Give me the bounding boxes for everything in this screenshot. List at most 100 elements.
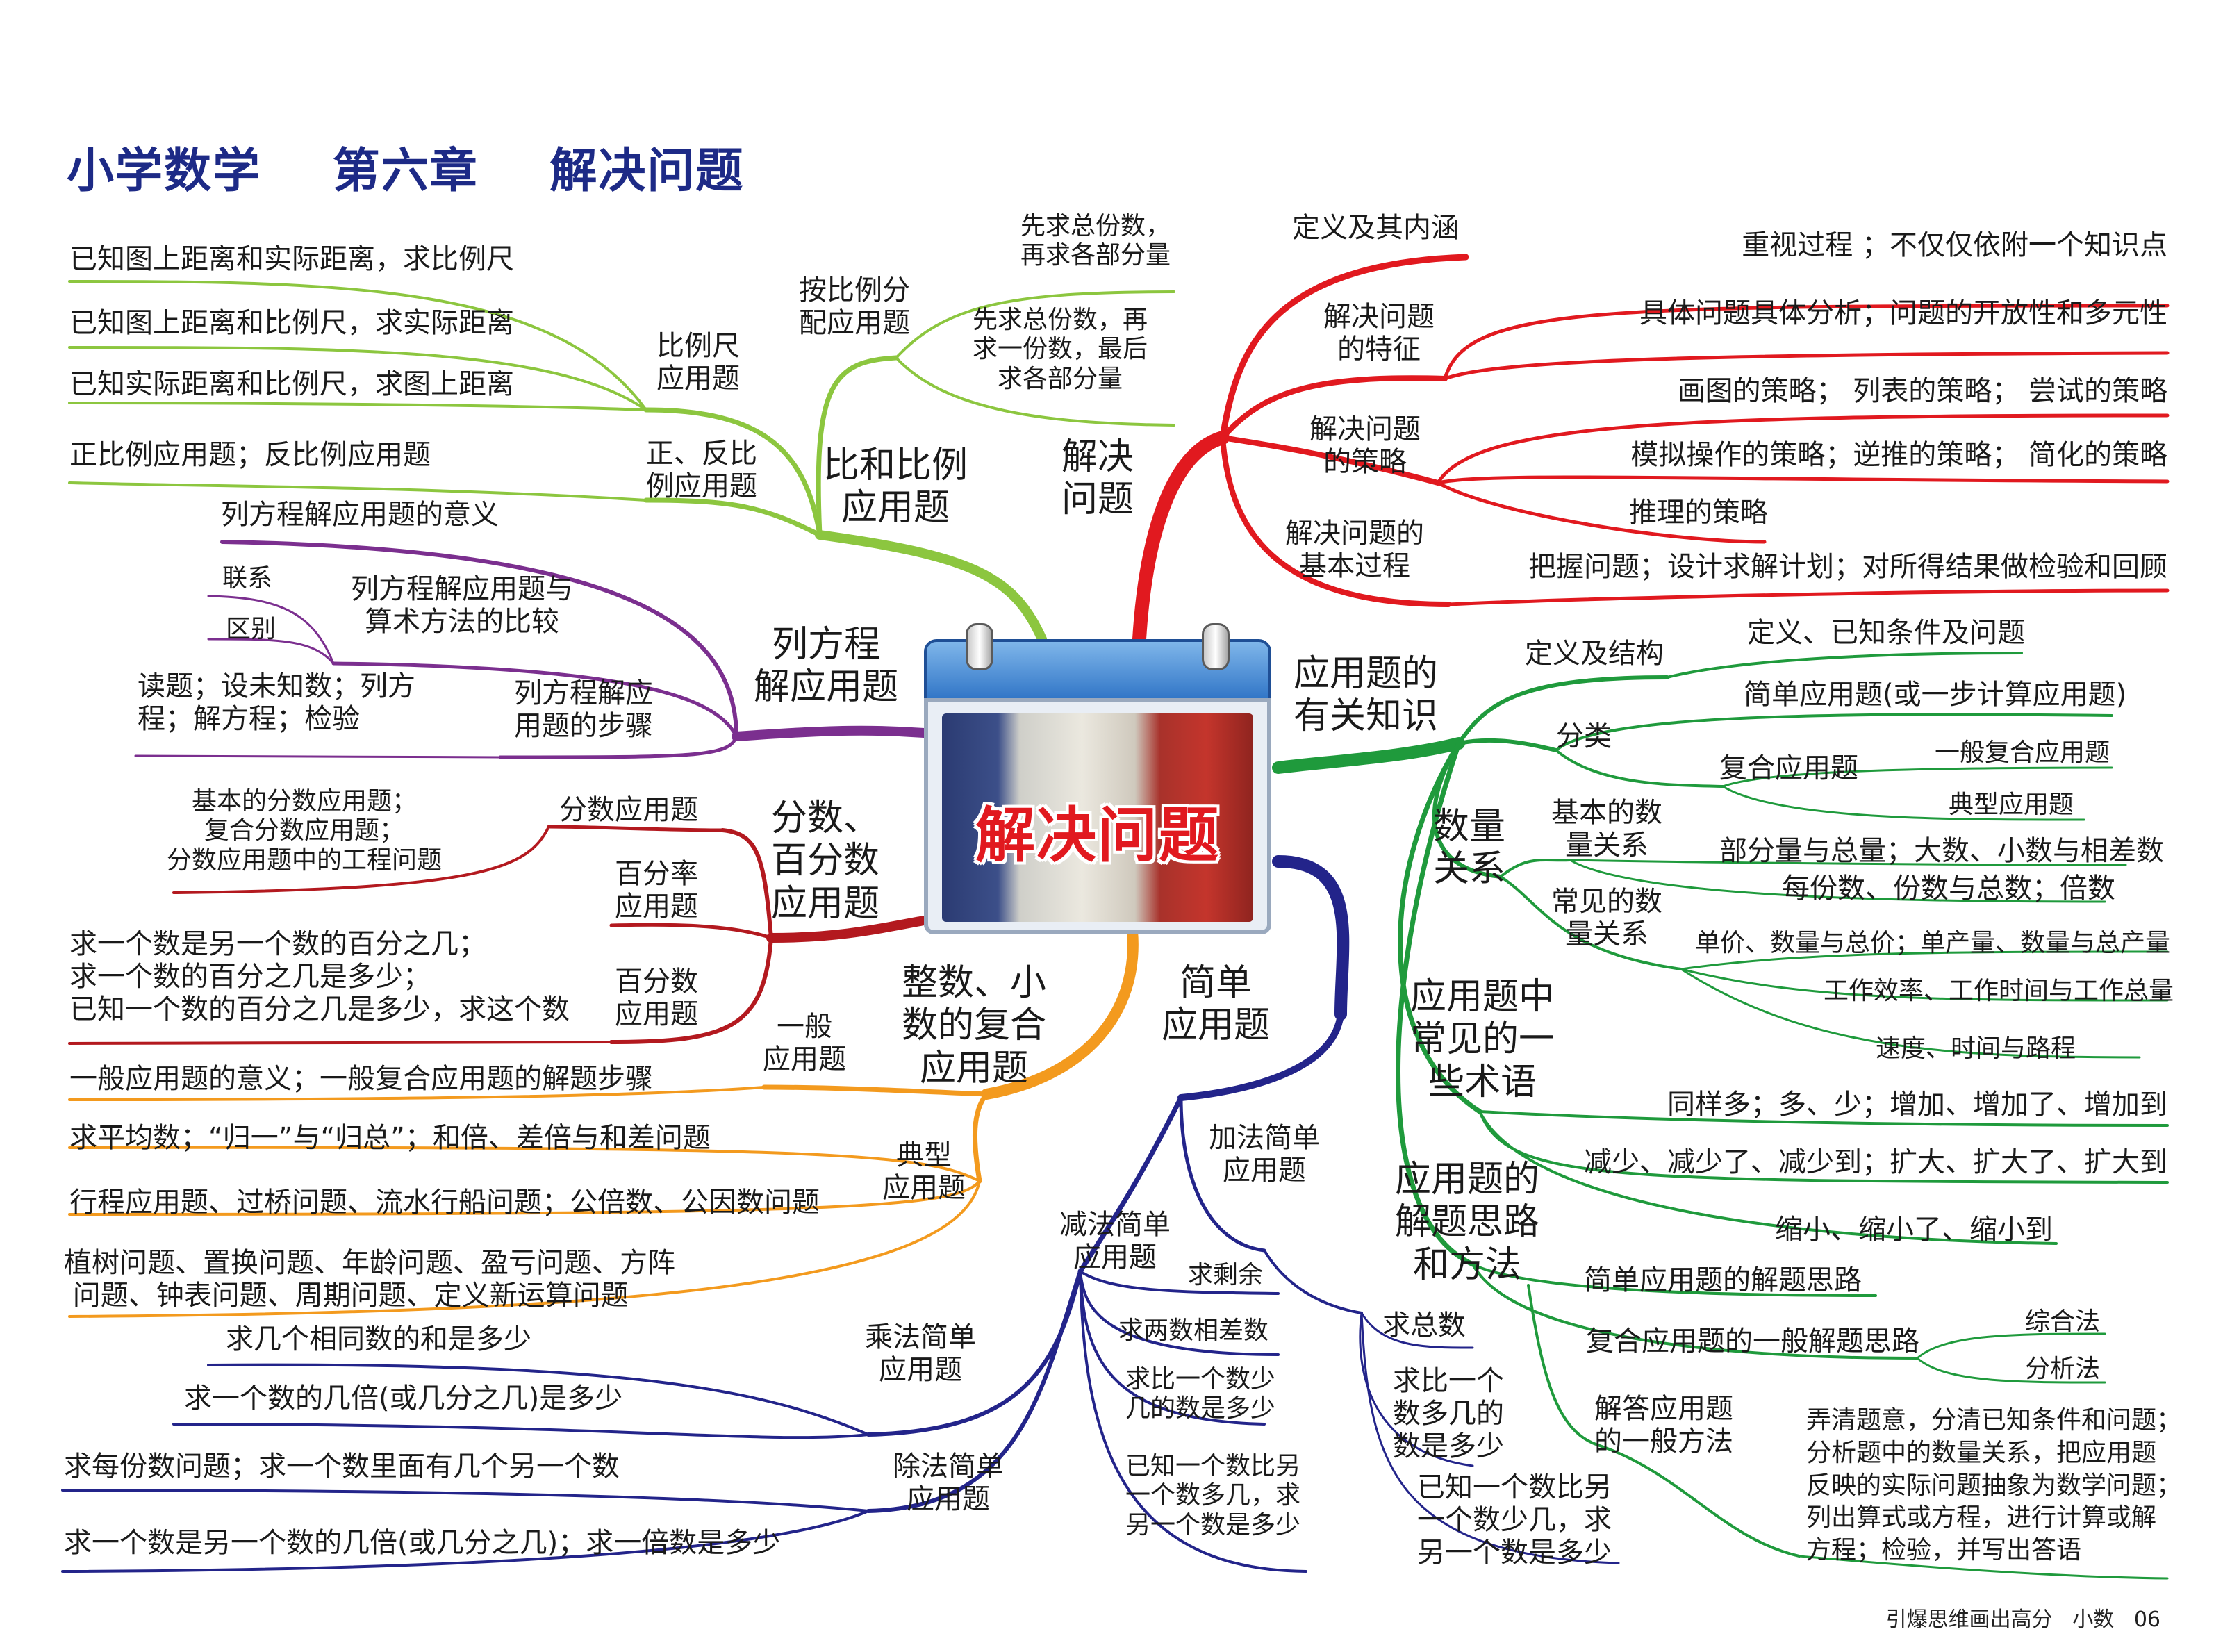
- addition-item: 已知一个数比另 一个数少几，求 另一个数是多少: [1417, 1471, 1612, 1569]
- branch-lines-ratio: [68, 280, 1175, 644]
- fraction-percent: 百分数 应用题: [615, 966, 698, 1031]
- branch-fraction-label: 分数、 百分数 应用题: [771, 798, 880, 925]
- integer-typical-item: 求平均数；“归一”与“归总”；和倍、差倍与和差问题: [69, 1122, 711, 1154]
- multiplication-item: 求几个相同数的和是多少: [226, 1323, 531, 1355]
- knowledge-relations: 数量 关系: [1433, 806, 1506, 891]
- knowledge-methods: 应用题的 解题思路 和方法: [1395, 1159, 1540, 1286]
- page-footer: 引爆思维画出高分 小数 06: [1885, 1608, 2160, 1632]
- subtraction-item: 求比一个数少 几的数是多少: [1125, 1365, 1276, 1423]
- center-label: 解决问题: [975, 801, 1220, 870]
- division-item: 求每份数问题；求一个数里面有几个另一个数: [64, 1451, 620, 1482]
- scale-item: 已知实际距离和比例尺，求图上距离: [69, 368, 514, 400]
- branch-simple-label: 简单 应用题: [1162, 962, 1271, 1047]
- method-compound-item: 综合法: [2025, 1307, 2101, 1336]
- method-general-text: 弄清题意，分清已知条件和问题； 分析题中的数量关系，把应用题 反映的实际问题抽象…: [1806, 1406, 2182, 1565]
- multiplication-item: 求一个数的几倍(或几分之几)是多少: [184, 1382, 623, 1414]
- page-title: 小学数学 第六章 解决问题: [67, 144, 745, 199]
- fraction-problems: 分数应用题: [559, 794, 698, 826]
- comparison-item: 联系: [222, 564, 273, 593]
- branch-lines-integer: [68, 925, 1139, 1318]
- relations-basic: 基本的数 量关系: [1551, 797, 1662, 862]
- ratio-scale: 比例尺 应用题: [656, 330, 740, 395]
- branch-lines-equation: [134, 540, 929, 759]
- integer-typical-item: 植树问题、置换问题、年龄问题、盈亏问题、方阵 问题、钟表问题、周期问题、定义新运…: [64, 1247, 675, 1312]
- method-compound: 复合应用题的一般解题思路: [1586, 1325, 1919, 1357]
- method-compound-item: 分析法: [2025, 1355, 2101, 1383]
- branch-lines-knowledge: [1272, 652, 2169, 1580]
- solve-strategy-detail: 推理的策略: [1629, 497, 1768, 529]
- integer-general-item: 一般应用题的意义；一般复合应用题的解题步骤: [69, 1063, 653, 1095]
- hub-body: 解决问题: [924, 698, 1271, 934]
- integer-typical-item: 行程应用题、过桥问题、流水行船问题；公倍数、公因数问题: [69, 1187, 820, 1219]
- solve-process-detail: 把握问题；设计求解计划；对所得结果做检验和回顾: [1528, 551, 2167, 583]
- knowledge-definition: 定义及结构: [1525, 638, 1664, 670]
- relation-common-item: 单价、数量与总价；单产量、数量与总产量: [1695, 929, 2171, 957]
- comparison-item: 区别: [226, 615, 276, 643]
- ratio-distribution: 按比例分 配应用题: [799, 274, 910, 340]
- knowledge-terms: 应用题中 常见的一 些术语: [1410, 976, 1555, 1103]
- simple-division: 除法简单 应用题: [893, 1451, 1004, 1516]
- subtraction-item: 求剩余: [1188, 1261, 1264, 1289]
- classification-simple: 简单应用题(或一步计算应用题): [1744, 679, 2127, 711]
- proportion-item: 正比例应用题；反比例应用题: [69, 439, 431, 471]
- equation-meaning: 列方程解应用题的意义: [221, 499, 499, 531]
- solve-strategy-detail: 模拟操作的策略；逆推的策略； 简化的策略: [1630, 439, 2167, 471]
- simple-subtraction: 减法简单 应用题: [1059, 1209, 1171, 1274]
- equation-comparison: 列方程解应用题与 算术方法的比较: [351, 573, 573, 638]
- binder-ring-icon: [966, 623, 993, 670]
- relation-basic-item: 每份数、份数与总数；倍数: [1782, 873, 2115, 905]
- solve-features: 解决问题 的特征: [1323, 301, 1435, 366]
- ratio-proportion: 正、反比 例应用题: [646, 438, 757, 503]
- method-general: 解答应用题 的一般方法: [1594, 1393, 1733, 1458]
- branch-knowledge-label: 应用题的 有关知识: [1294, 653, 1439, 738]
- addition-item: 求总数: [1382, 1310, 1466, 1341]
- branch-integer-label: 整数、小 数的复合 应用题: [902, 962, 1047, 1089]
- compound-type: 一般复合应用题: [1935, 738, 2110, 767]
- relation-common-item: 工作效率、工作时间与工作总量: [1824, 977, 2174, 1005]
- distribution-item: 先求总份数，再 求一份数，最后 求各部分量: [973, 306, 1148, 393]
- solve-process: 解决问题的 基本过程: [1285, 518, 1424, 583]
- fraction-percent-item: 求一个数是另一个数的百分之几； 求一个数的百分之几是多少； 已知一个数的百分之几…: [69, 928, 570, 1026]
- knowledge-definition-detail: 定义、已知条件及问题: [1747, 617, 2025, 649]
- subtraction-item: 求两数相差数: [1118, 1316, 1269, 1345]
- relation-common-item: 速度、时间与路程: [1876, 1034, 2076, 1063]
- division-item: 求一个数是另一个数的几倍(或几分之几)；求一倍数是多少: [64, 1527, 781, 1559]
- solve-strategies: 解决问题 的策略: [1309, 413, 1421, 479]
- binder-ring-icon: [1202, 623, 1230, 670]
- solve-strategy-detail: 画图的策略； 列表的策略； 尝试的策略: [1677, 375, 2167, 407]
- relation-basic-item: 部分量与总量；大数、小数与相差数: [1719, 835, 2164, 867]
- branch-lines-fraction: [68, 825, 929, 1045]
- integer-typical: 典型 应用题: [882, 1139, 966, 1205]
- term-item: 缩小、缩小了、缩小到: [1775, 1214, 2053, 1246]
- subtraction-item: 已知一个数比另 一个数多几，求 另一个数是多少: [1125, 1452, 1301, 1539]
- branch-equation-label: 列方程 解应用题: [754, 624, 899, 709]
- integer-general: 一般 应用题: [763, 1011, 846, 1076]
- distribution-item: 先求总份数， 再求各部分量: [1020, 212, 1171, 270]
- solve-feature-detail: 具体问题具体分析；问题的开放性和多元性: [1639, 297, 2167, 329]
- branch-lines-solve: [1132, 254, 2170, 646]
- addition-item: 求比一个 数多几的 数是多少: [1393, 1365, 1504, 1463]
- knowledge-classification: 分类: [1556, 720, 1612, 752]
- fraction-percent-rate: 百分率 应用题: [615, 858, 698, 923]
- branch-lines-simple: [61, 855, 1620, 1573]
- scale-item: 已知图上距离和比例尺，求实际距离: [69, 307, 514, 339]
- relations-common: 常见的数 量关系: [1551, 886, 1662, 951]
- scale-item: 已知图上距离和实际距离，求比例尺: [69, 243, 514, 275]
- center-hub: 解决问题: [924, 623, 1271, 934]
- term-item: 减少、减少了、减少到；扩大、扩大了、扩大到: [1584, 1146, 2167, 1178]
- simple-multiplication: 乘法简单 应用题: [865, 1321, 976, 1387]
- term-item: 同样多；多、少；增加、增加了、增加到: [1667, 1089, 2167, 1121]
- equation-steps: 列方程解应 用题的步骤: [514, 677, 653, 743]
- fraction-problems-item: 基本的分数应用题； 复合分数应用题； 分数应用题中的工程问题: [167, 787, 443, 875]
- equation-steps-item: 读题；设未知数；列方 程；解方程；检验: [138, 670, 415, 736]
- branch-ratio-label: 比和比例 应用题: [823, 445, 968, 529]
- solve-feature-detail: 重视过程 ；不仅仅依附一个知识点: [1742, 229, 2167, 261]
- method-simple: 简单应用题的解题思路: [1584, 1264, 1862, 1296]
- branch-solve-label: 解决 问题: [1061, 436, 1134, 521]
- compound-type: 典型应用题: [1949, 791, 2074, 819]
- simple-addition: 加法简单 应用题: [1209, 1122, 1320, 1187]
- classification-compound: 复合应用题: [1719, 752, 1858, 784]
- solve-definition: 定义及其内涵: [1292, 212, 1459, 244]
- drum-photo: 解决问题: [942, 713, 1253, 922]
